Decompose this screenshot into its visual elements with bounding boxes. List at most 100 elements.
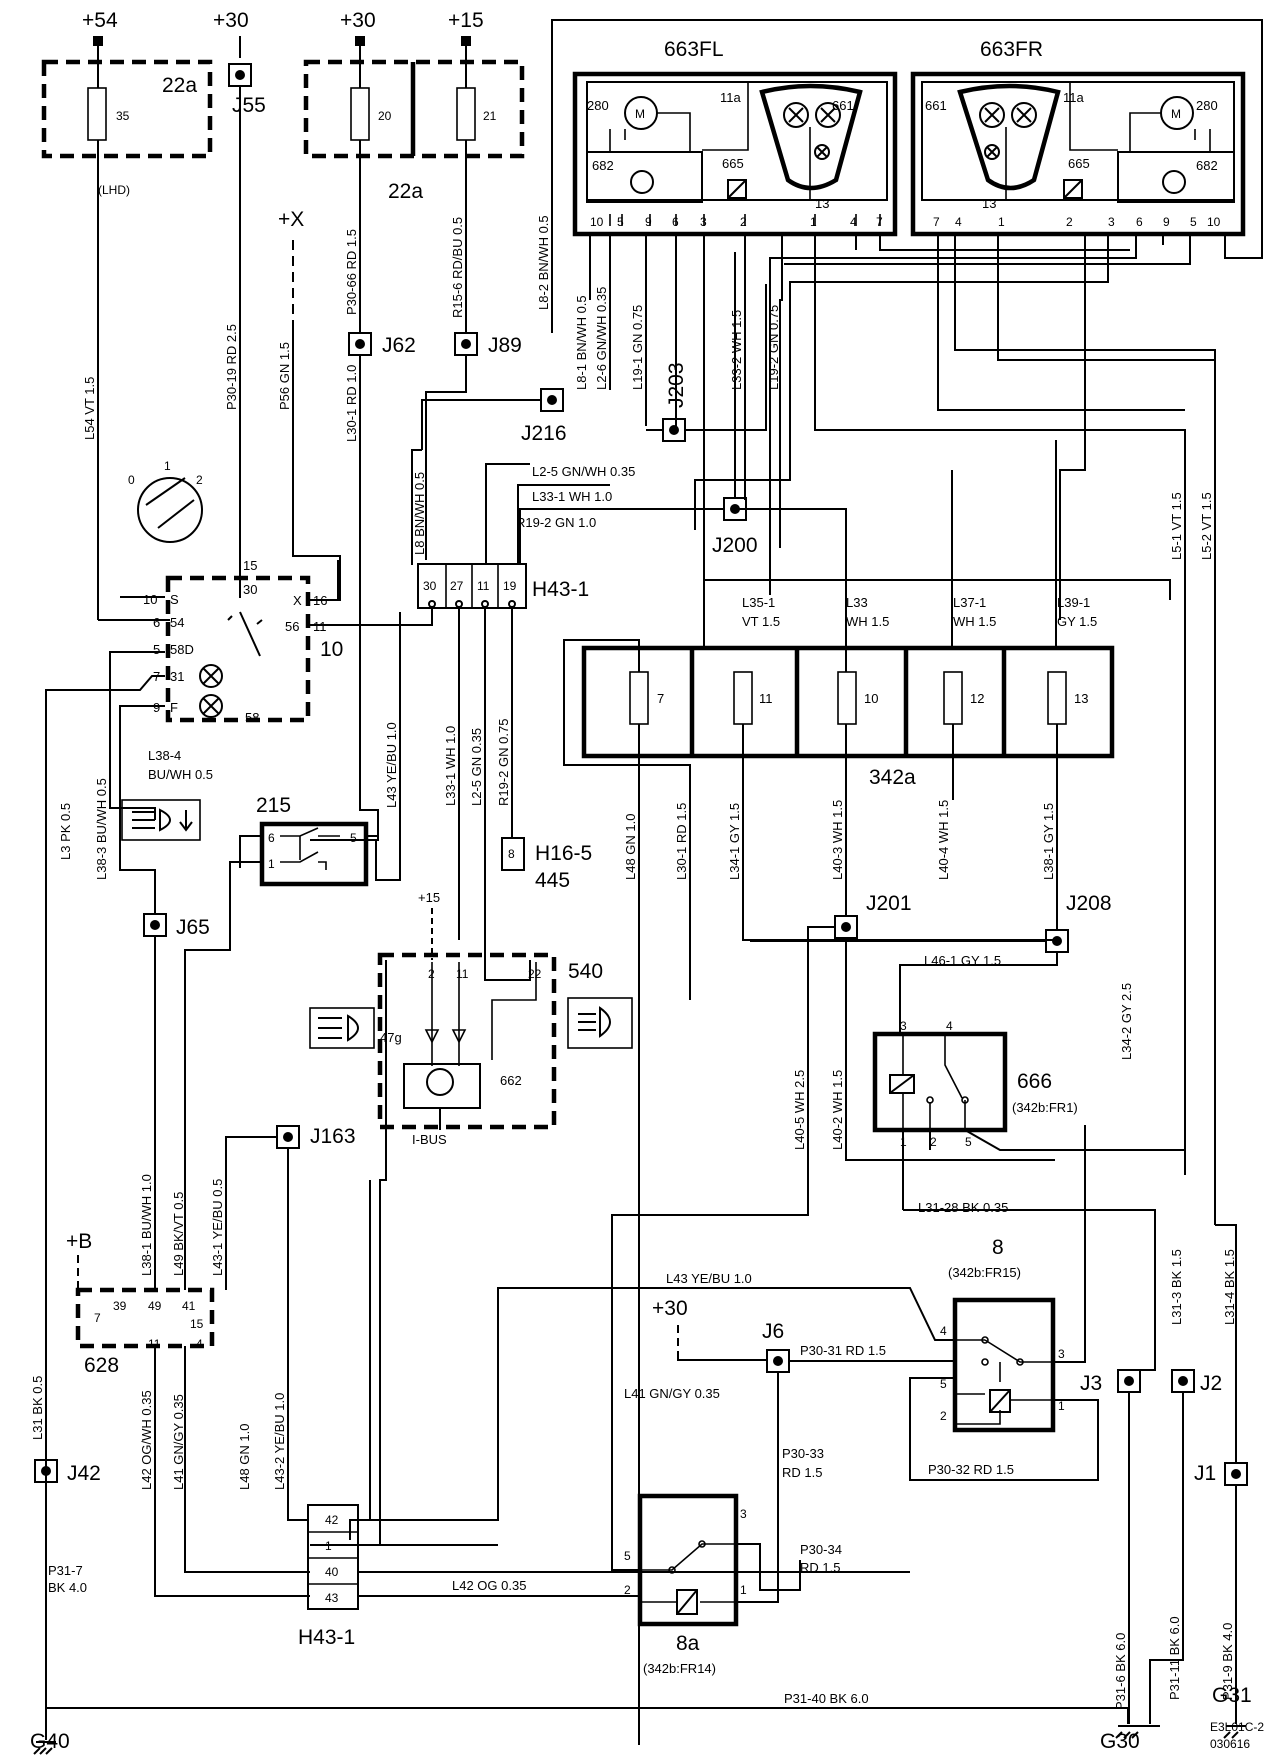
h43-bottom-label: H43-1: [298, 1626, 355, 1649]
wire-L38-1v: L38-1 BU/WH 1.0: [139, 1174, 154, 1276]
wire-P30-32: P30-32 RD 1.5: [928, 1462, 1014, 1477]
module-628-label: 628: [84, 1354, 119, 1377]
wire-P30-33b: RD 1.5: [782, 1465, 822, 1480]
e540-pin-22: 22: [528, 967, 542, 981]
c628-pin-41: 41: [182, 1299, 196, 1313]
ground-G30-label: G30: [1100, 1730, 1140, 1753]
connector-H16-5: 8 H16-5 445: [501, 837, 592, 892]
wire-L40-3: L40-3 WH 1.5: [830, 800, 845, 880]
junction-J200: J200: [519, 252, 847, 640]
wire-L42h: L42 OG 0.35: [452, 1578, 526, 1593]
sw-15: 15: [243, 558, 257, 573]
445-label: 445: [535, 869, 570, 892]
fr-pin-10: 10: [1207, 215, 1221, 229]
fr-pin-3: 3: [1108, 215, 1115, 229]
wire-L38-3: L38-3 BU/WH 0.5: [94, 778, 109, 880]
j201-label: J201: [866, 892, 912, 915]
wire-R19-2-label: R19-2 GN 1.0: [516, 515, 596, 530]
sw-31: 31: [170, 669, 184, 684]
wire-L31-3: L31-3 BK 1.5: [1169, 1249, 1184, 1325]
h43-pin-1: 1: [325, 1539, 332, 1553]
fuse-box-22a-left: 35 22a (LHD): [41, 59, 213, 620]
power-terminals: +54 +30 +30 +15: [82, 9, 484, 62]
c628-pin-11: 11: [148, 1337, 161, 1351]
wire-L2-5v: L2-5 GN 0.35: [469, 728, 484, 806]
module-628: +B 7 39 49 41 15 11 4 628: [66, 1230, 310, 1597]
wire-P31-7a: P31-7: [48, 1563, 83, 1578]
h43-pin-30: 30: [423, 579, 437, 593]
h43-pin-11: 11: [477, 579, 490, 593]
headlamp-wires: [551, 19, 1263, 1225]
wire-L33b: WH 1.5: [846, 614, 889, 629]
r8-pin-2: 2: [940, 1409, 947, 1423]
wire-L40-4: L40-4 WH 1.5: [936, 800, 951, 880]
wire-L33-1v: L33-1 WH 1.0: [443, 726, 458, 806]
sw-10: 10: [143, 592, 157, 607]
fl-pin-10: 10: [590, 215, 604, 229]
fr-665-label: 665: [1068, 156, 1090, 171]
wire-P30-19: P30-19 RD 2.5: [224, 324, 239, 410]
relay-8a-label: 8a: [676, 1632, 700, 1655]
j89-label: J89: [488, 334, 522, 357]
j203-label: J203: [665, 362, 688, 408]
wire-L40-5: L40-5 WH 2.5: [792, 1070, 807, 1150]
wire-P31-11: P31-11 BK 6.0: [1167, 1616, 1182, 1700]
junction-J65: J65: [119, 740, 210, 1290]
fl-682-label: 682: [592, 158, 614, 173]
wire-L19-1: L19-1 GN 0.75: [630, 305, 645, 390]
c628-pin-49: 49: [148, 1299, 162, 1313]
h16-pin-8: 8: [508, 847, 515, 861]
drawing-code: E3L01C-2: [1210, 1720, 1264, 1734]
junction-J216: J216: [411, 388, 567, 565]
fl-pin-5: 5: [617, 215, 624, 229]
relay-8a-ref: (342b:FR14): [643, 1661, 716, 1676]
lhd-label: (LHD): [98, 183, 130, 197]
power-30-label-b: +30: [340, 9, 376, 32]
ibus-label: I-BUS: [412, 1132, 447, 1147]
r8-pin-5: 5: [940, 1377, 947, 1391]
wire-L48b: L48 GN 1.0: [237, 1424, 252, 1491]
wire-L37-1b: WH 1.5: [953, 614, 996, 629]
relay-215: 215 6 5 1: [184, 612, 401, 1290]
fl-pin-4: 4: [850, 215, 857, 229]
knob-2: 2: [196, 473, 203, 487]
wire-L33a: L33: [846, 595, 868, 610]
wire-L31-4: L31-4 BK 1.5: [1222, 1249, 1237, 1325]
wire-L38-1: L38-1 GY 1.5: [1041, 803, 1056, 880]
r8-pin-3: 3: [1058, 1347, 1065, 1361]
fuse-13-label: 13: [1074, 691, 1088, 706]
h43-pin-40: 40: [325, 1565, 339, 1579]
connector-H43-1-bottom: 42 1 40 43 H43-1: [298, 1180, 910, 1649]
wire-P30-31: P30-31 RD 1.5: [800, 1343, 886, 1358]
fl-665-label: 665: [722, 156, 744, 171]
r8a-pin-1: 1: [740, 1583, 747, 1597]
power-54-label: +54: [82, 9, 118, 32]
r8a-pin-3: 3: [740, 1507, 747, 1521]
h43-pin-43: 43: [325, 1591, 339, 1605]
ground-G31-label: G31: [1212, 1684, 1252, 1707]
module-540: +15 2 11 22 540 47g 662 I-BUS: [377, 890, 603, 1147]
wire-L33-1-label: L33-1 WH 1.0: [532, 489, 612, 504]
headlamp-663FL: 663FL M 280 11a 661 682 665 13 10 5 9 6 …: [572, 38, 898, 237]
fuse-20-label: 20: [378, 109, 392, 123]
wire-L8-2: L8-2 BN/WH 0.5: [536, 215, 551, 310]
h43-pin-42: 42: [325, 1513, 339, 1527]
j42-label: J42: [67, 1462, 101, 1485]
wire-P31-40: P31-40 BK 6.0: [784, 1691, 869, 1706]
c628-pin-39: 39: [113, 1299, 127, 1313]
c628-pin-7: 7: [94, 1311, 101, 1325]
wire-R15-6: R15-6 RD/BU 0.5: [450, 217, 465, 318]
wire-L48a: L48 GN 1.0: [623, 814, 638, 881]
headlamp-663FR: 663FR 661 11a 280 M 13 665 682 7 4 1 2 3…: [910, 38, 1246, 237]
drawing-date: 030616: [1210, 1737, 1250, 1751]
j3-label: J3: [1080, 1372, 1102, 1395]
power-15-label-b: +15: [418, 890, 440, 905]
wire-L33-2: L33-2 WH 1.5: [729, 310, 744, 390]
h16-5-label: H16-5: [535, 842, 592, 865]
fl-pin-2: 2: [740, 215, 747, 229]
module-540-label: 540: [568, 960, 603, 983]
fuse-7-label: 7: [657, 691, 664, 706]
fl-13-label: 13: [815, 196, 829, 211]
wire-L37-1a: L37-1: [953, 595, 986, 610]
